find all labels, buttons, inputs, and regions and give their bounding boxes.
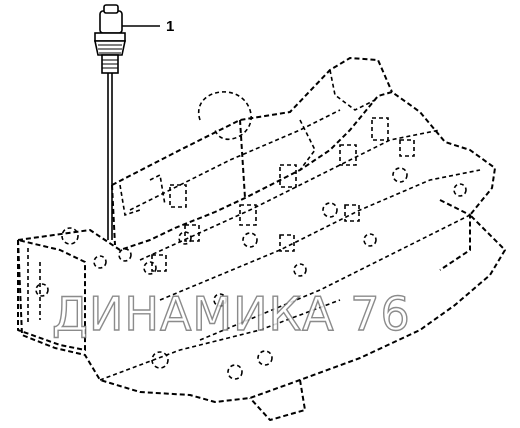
watermark: ДИНАМИКА 76	[52, 287, 411, 341]
oil-pressure-sensor	[94, 4, 126, 74]
callout-number: 1	[166, 18, 174, 35]
cylinder-head	[17, 57, 506, 421]
